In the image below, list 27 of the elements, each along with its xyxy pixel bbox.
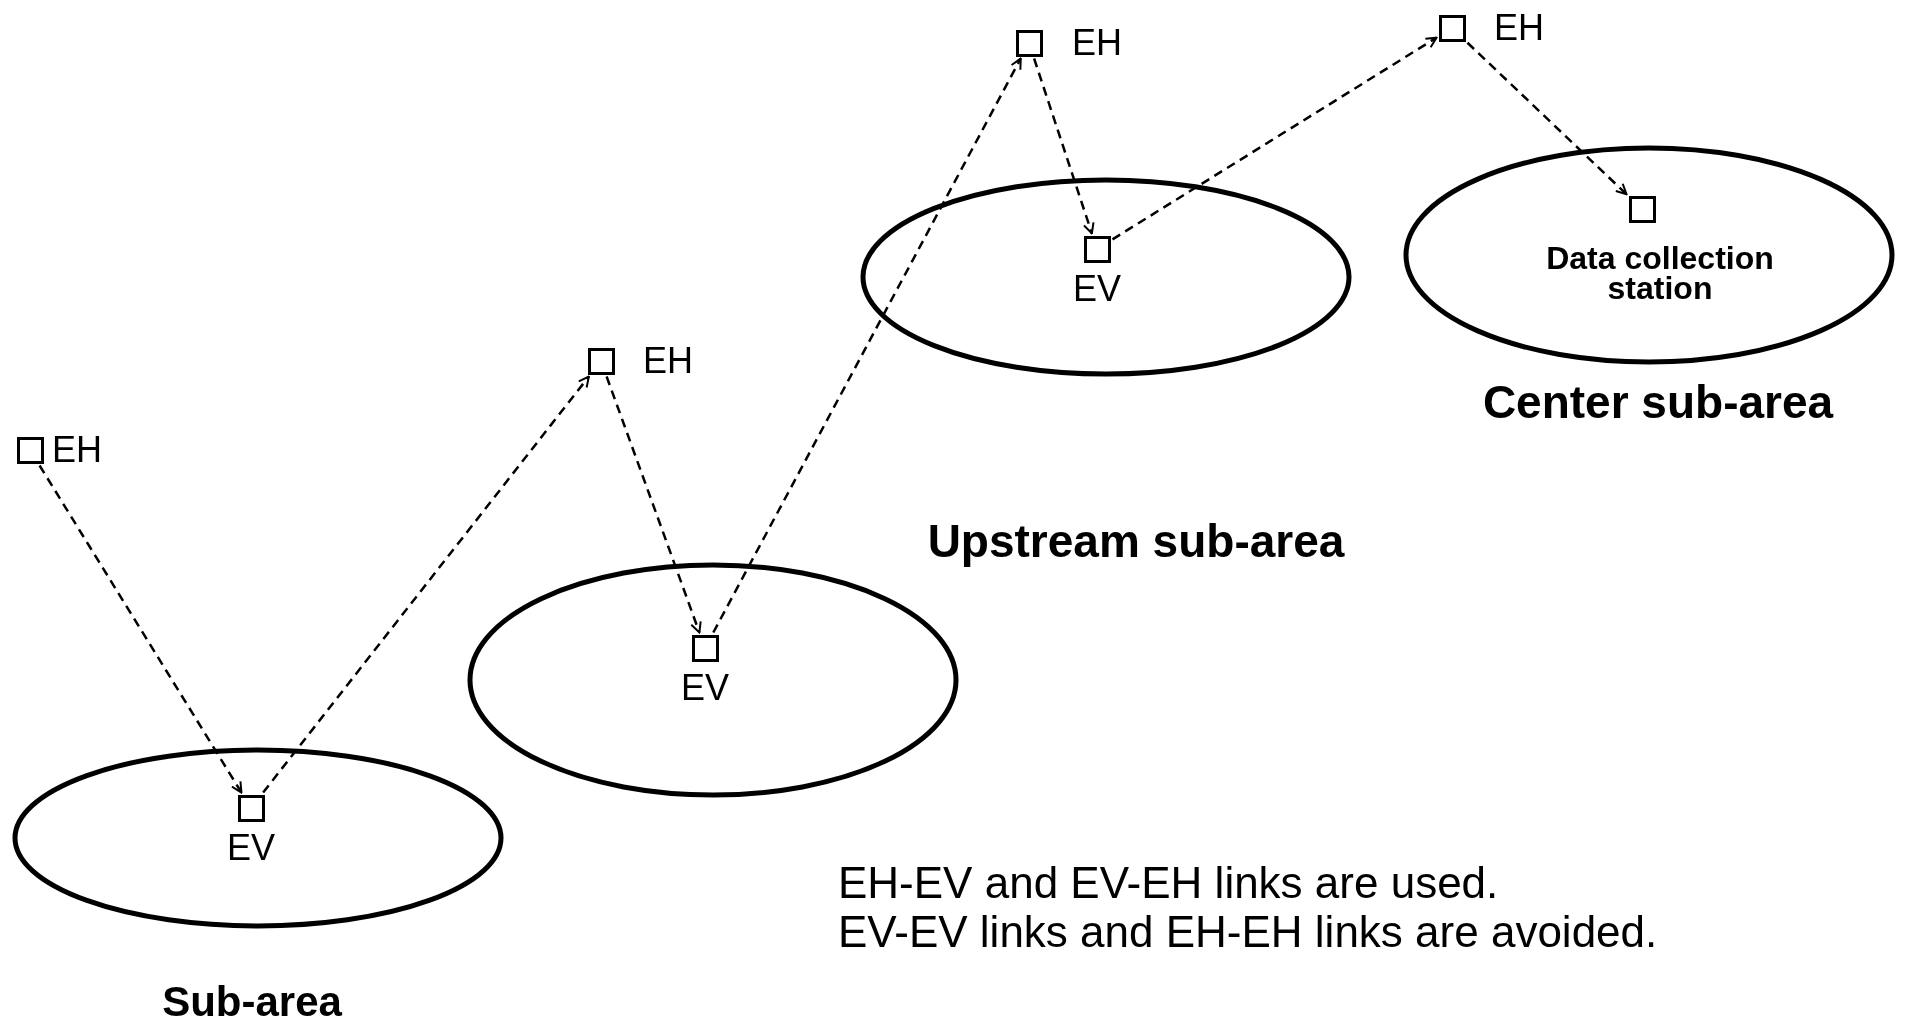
dashed-arrow [712, 57, 1022, 634]
dashed-arrow [1111, 36, 1438, 241]
node-label: EV [227, 830, 275, 866]
node-square [1015, 29, 1043, 57]
dashed-arrow [262, 375, 590, 794]
node-square [237, 794, 265, 822]
node-square [1083, 235, 1111, 263]
node-square [1438, 14, 1466, 42]
node-label: EV [681, 670, 729, 706]
node-square [691, 634, 719, 662]
node-square [16, 436, 44, 464]
node-label: EH [1072, 25, 1122, 61]
dashed-arrow [38, 464, 243, 794]
note-text: EV-EV links and EH-EH links are avoided. [838, 910, 1658, 954]
area-label: Sub-area [162, 981, 342, 1023]
dashed-arrow [1466, 41, 1628, 196]
dashed-arrow [605, 376, 702, 634]
node-label: EH [643, 343, 693, 379]
dashed-arrow [1032, 58, 1095, 235]
node-label: EH [52, 432, 102, 468]
node-square [587, 347, 615, 375]
node-label: Data collection station [1545, 243, 1775, 304]
node-label: EH [1494, 10, 1544, 46]
node-square [1628, 195, 1656, 223]
note-text: EH-EV and EV-EH links are used. [838, 861, 1499, 905]
area-label: Center sub-area [1482, 379, 1834, 425]
node-label: EV [1073, 271, 1121, 307]
